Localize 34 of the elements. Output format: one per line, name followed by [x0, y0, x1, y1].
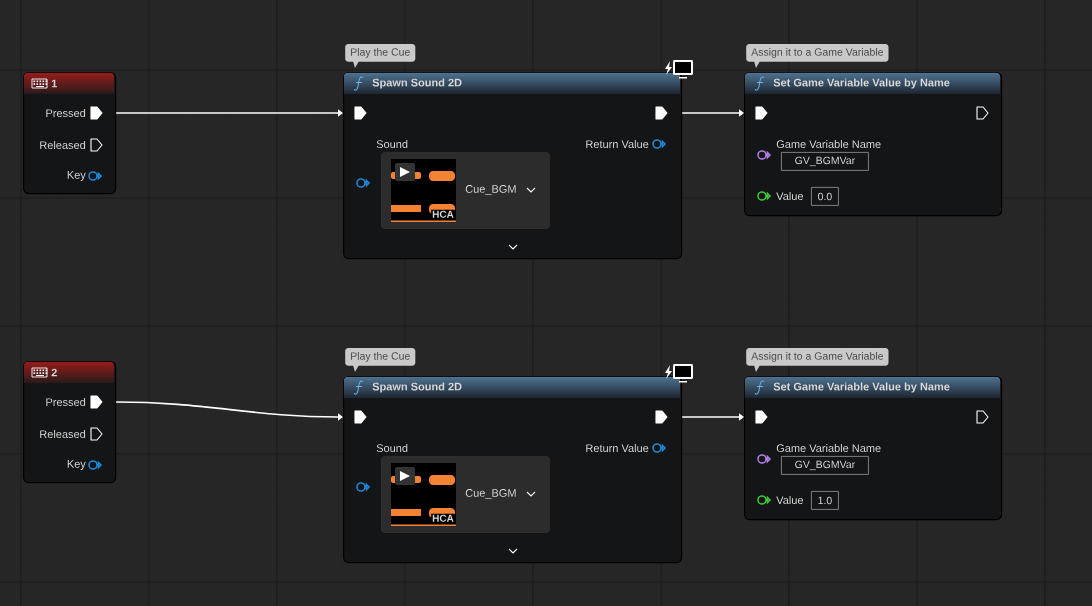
comment-bubble: Play the Cue — [345, 348, 416, 372]
pin-label: Game Variable Name — [776, 443, 881, 453]
pin-label: Key — [67, 171, 86, 181]
pin-label: Key — [67, 460, 86, 470]
pin-label: Pressed — [46, 397, 86, 407]
pin-label: Game Variable Name — [776, 139, 881, 149]
input-field: GV_BGMVar — [781, 152, 869, 171]
format-label: HCA — [431, 513, 455, 523]
node-title: Set Game Variable Value by Name — [773, 382, 950, 393]
pin-label: Released — [40, 429, 86, 439]
pin-label: Value — [776, 191, 804, 201]
input-field: GV_BGMVar — [781, 456, 869, 475]
wire — [681, 109, 744, 117]
input-field: 0.0 — [811, 187, 839, 206]
pin-label: Released — [40, 140, 86, 150]
node-title: Set Game Variable Value by Name — [773, 78, 950, 89]
pin-label: Value — [776, 495, 804, 505]
format-label: HCA — [431, 209, 455, 219]
node-title: 2 — [51, 368, 57, 377]
node-title: Spawn Sound 2D — [372, 382, 462, 393]
comment-bubble: Assign it to a Game Variable — [746, 44, 889, 68]
node-title: 1 — [51, 79, 57, 88]
wire — [115, 109, 343, 117]
pin-label: Return Value — [586, 443, 649, 453]
pin-label: Pressed — [46, 108, 86, 118]
wire — [115, 401, 343, 421]
pin-label: Return Value — [586, 139, 649, 149]
input-field: 1.0 — [811, 491, 839, 510]
node-title: Spawn Sound 2D — [372, 78, 462, 89]
comment-bubble: Assign it to a Game Variable — [746, 348, 889, 372]
comment-bubble: Play the Cue — [345, 44, 416, 68]
pin-label: Sound — [376, 139, 408, 149]
wire — [681, 413, 744, 421]
pin-label: Sound — [376, 443, 408, 453]
